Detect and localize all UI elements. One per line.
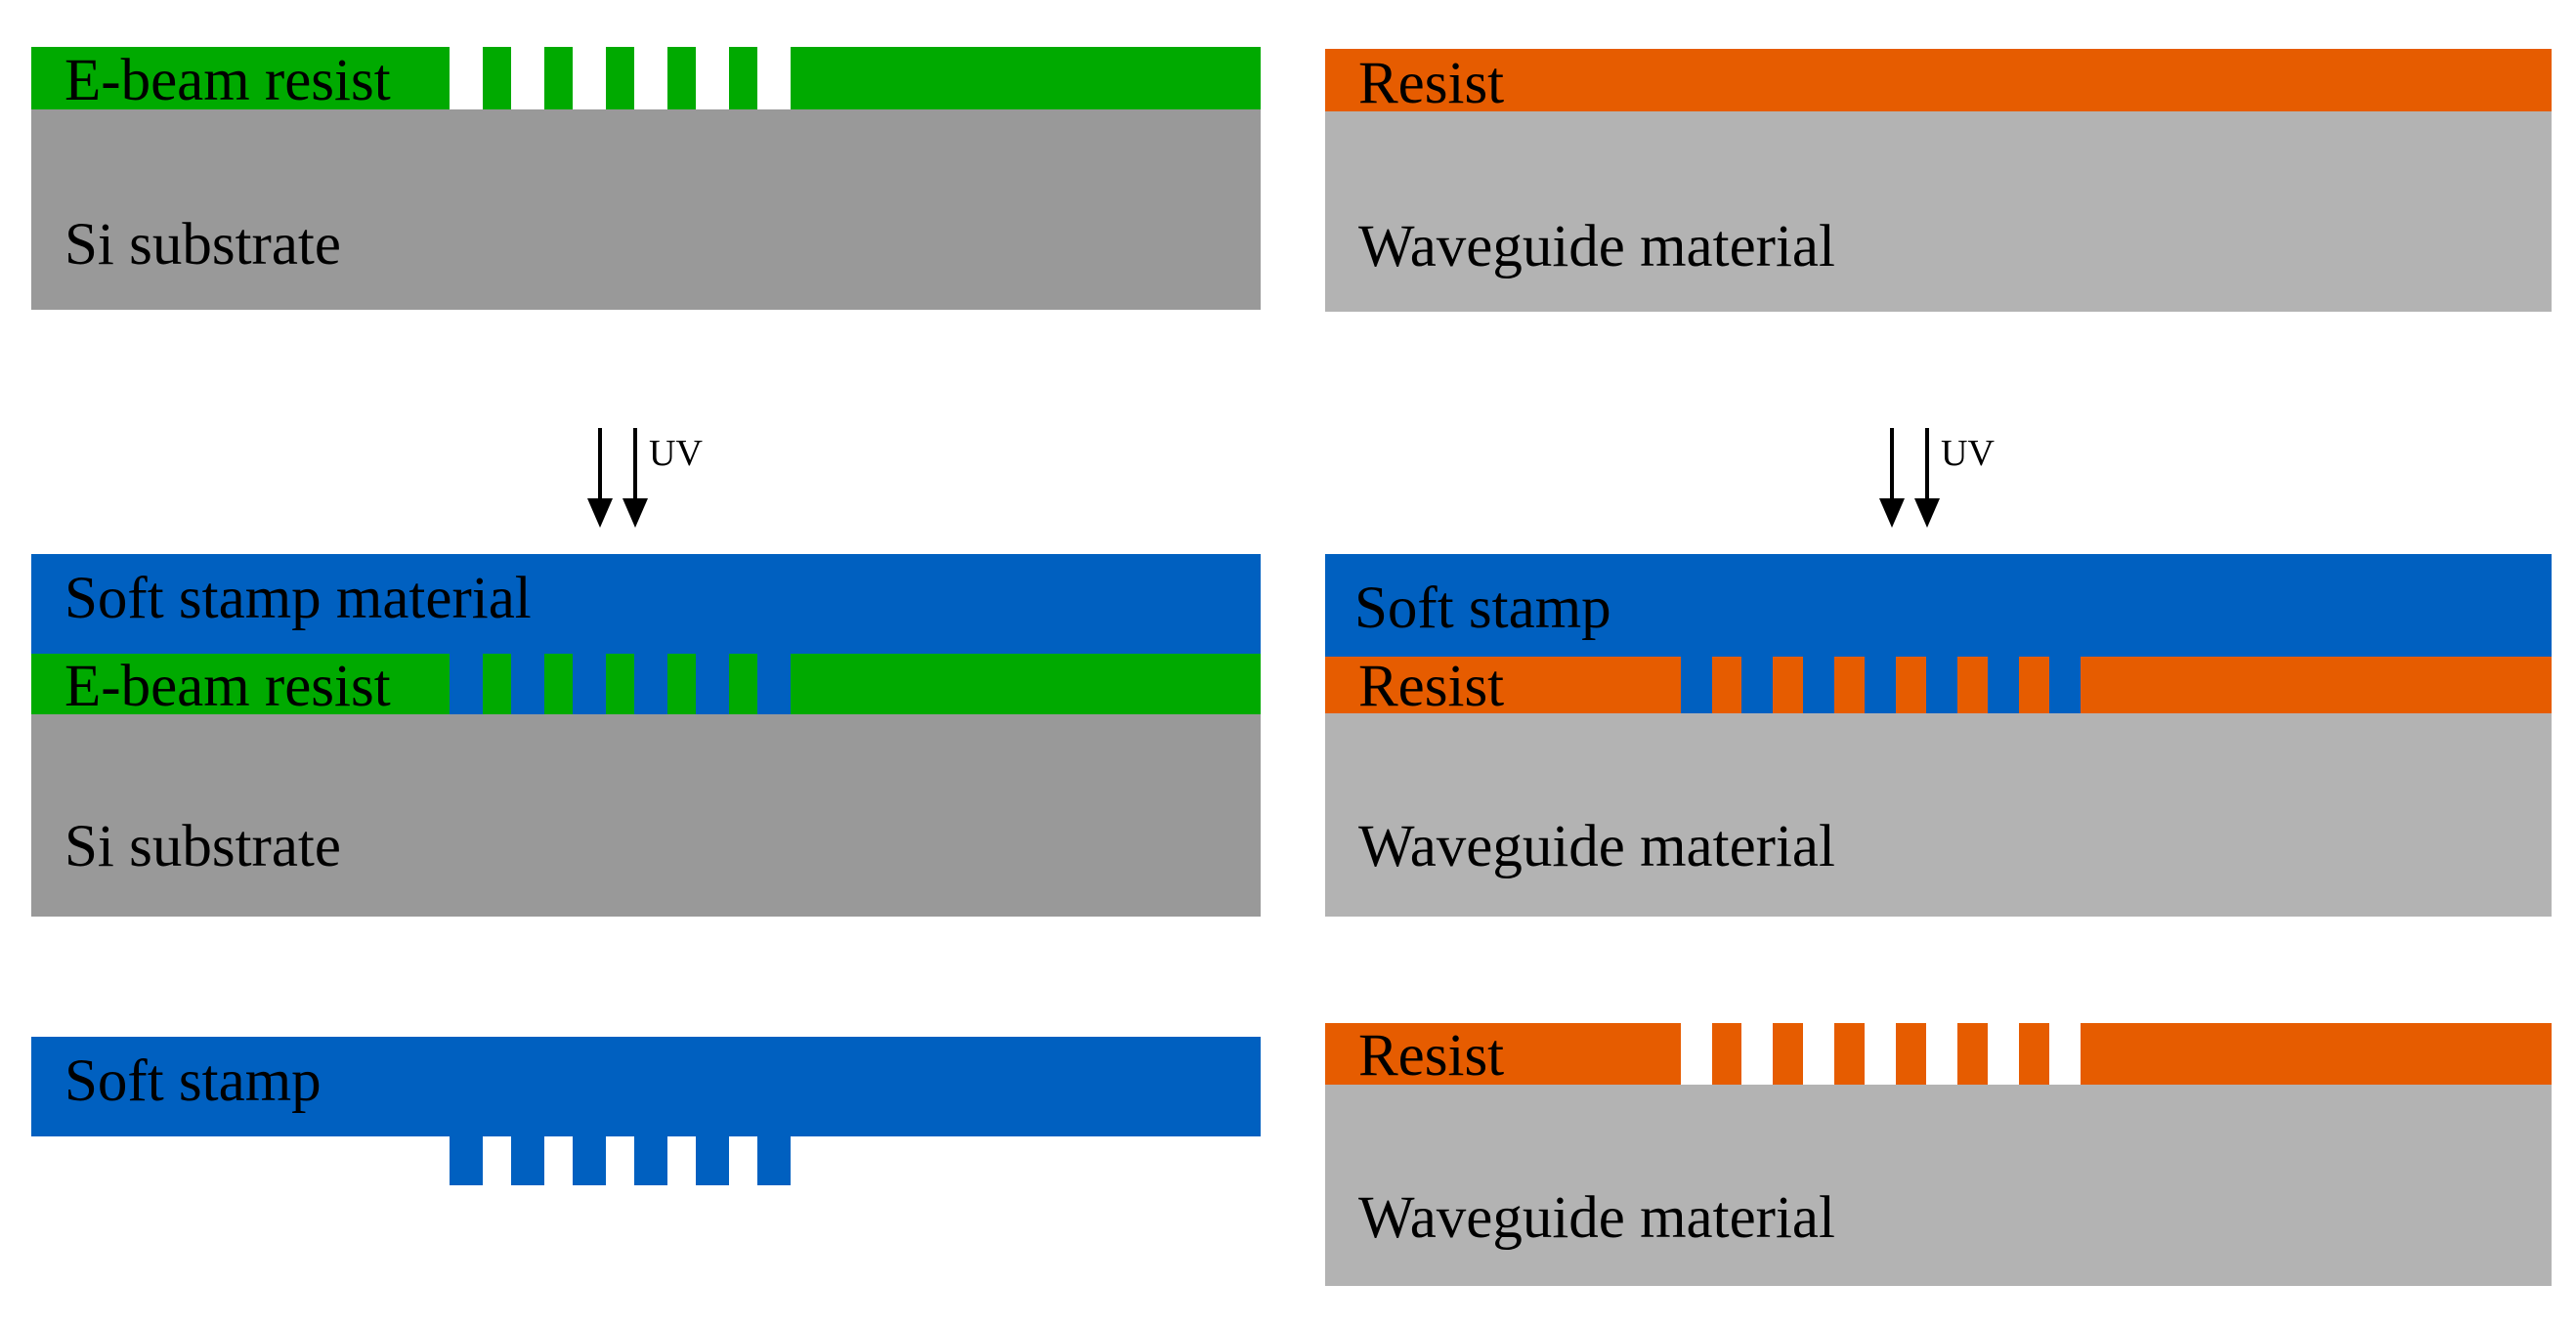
resist-gap xyxy=(696,47,729,109)
right-step3: Resist Waveguide material xyxy=(1325,1023,2552,1286)
left-step2: Soft stamp material E-beam resist Si sub… xyxy=(31,554,1261,917)
left-step3-soft-stamp-label: Soft stamp xyxy=(64,1048,322,1114)
stamp-tooth xyxy=(696,1136,729,1185)
left-step3: Soft stamp xyxy=(31,1037,1261,1185)
resist-gap xyxy=(1741,1023,1773,1085)
right-step2-waveguide-label: Waveguide material xyxy=(1358,814,1835,879)
left-step1: E-beam resist Si substrate xyxy=(31,47,1261,310)
arrow-head xyxy=(623,498,648,528)
stamp-tooth xyxy=(1681,657,1712,713)
stamp-tooth xyxy=(1926,657,1957,713)
stamp-tooth xyxy=(2049,657,2081,713)
left-step3-stamp-teeth xyxy=(450,1136,791,1185)
right-step2-resist-label: Resist xyxy=(1358,654,1504,719)
stamp-tooth xyxy=(511,654,544,714)
right-step1-resist-layer xyxy=(1325,49,2552,111)
right-step2-waveguide-layer xyxy=(1325,713,2552,917)
left-uv-label: UV xyxy=(649,433,703,474)
left-step2-si-substrate-label: Si substrate xyxy=(64,814,341,879)
left-step1-resist-gaps xyxy=(450,47,791,109)
resist-gap xyxy=(2049,1023,2081,1085)
resist-gap xyxy=(1681,1023,1712,1085)
stamp-tooth xyxy=(1988,657,2019,713)
stamp-tooth xyxy=(1803,657,1834,713)
arrow-head xyxy=(1879,498,1905,528)
stamp-tooth xyxy=(696,654,729,714)
stamp-tooth xyxy=(450,1136,483,1185)
stamp-tooth xyxy=(634,1136,667,1185)
arrow-head xyxy=(587,498,613,528)
left-step2-si-substrate-layer xyxy=(31,714,1261,917)
resist-gap xyxy=(1988,1023,2019,1085)
stamp-tooth xyxy=(573,1136,606,1185)
left-step1-si-substrate-label: Si substrate xyxy=(64,212,341,278)
stamp-tooth xyxy=(511,1136,544,1185)
resist-gap xyxy=(1926,1023,1957,1085)
left-uv-arrows: UV xyxy=(587,428,703,528)
stamp-tooth xyxy=(1741,657,1773,713)
left-step1-si-substrate-layer xyxy=(31,109,1261,310)
right-step3-resist-gaps xyxy=(1681,1023,2081,1085)
stamp-tooth xyxy=(573,654,606,714)
left-step2-stamp-fill xyxy=(450,654,791,714)
right-step2-stamp-fill xyxy=(1681,657,2081,713)
stamp-tooth xyxy=(757,1136,791,1185)
resist-gap xyxy=(1803,1023,1834,1085)
resist-gap xyxy=(757,47,791,109)
right-step2: Soft stamp Resist Waveguide material xyxy=(1325,554,2552,917)
stamp-tooth xyxy=(757,654,791,714)
resist-gap xyxy=(511,47,544,109)
right-step1-resist-label: Resist xyxy=(1358,51,1504,116)
right-step2-soft-stamp-label: Soft stamp xyxy=(1354,576,1611,641)
right-uv-label: UV xyxy=(1941,433,1995,474)
stamp-tooth xyxy=(450,654,483,714)
resist-gap xyxy=(1865,1023,1896,1085)
resist-gap xyxy=(573,47,606,109)
left-step2-ebeam-resist-label: E-beam resist xyxy=(64,654,391,719)
stamp-tooth xyxy=(634,654,667,714)
right-uv-arrows: UV xyxy=(1879,428,1995,528)
right-step1-waveguide-layer xyxy=(1325,111,2552,312)
right-step3-resist-label: Resist xyxy=(1358,1023,1504,1089)
stamp-tooth xyxy=(1865,657,1896,713)
right-step1-waveguide-label: Waveguide material xyxy=(1358,214,1835,279)
left-step2-soft-stamp-material-layer xyxy=(31,554,1261,654)
right-step2-soft-stamp-layer xyxy=(1325,554,2552,657)
arrow-head xyxy=(1914,498,1940,528)
left-step3-soft-stamp-layer xyxy=(31,1037,1261,1136)
right-step3-waveguide-label: Waveguide material xyxy=(1358,1185,1835,1251)
right-step3-waveguide-layer xyxy=(1325,1085,2552,1286)
left-step2-soft-stamp-material-label: Soft stamp material xyxy=(64,566,532,631)
resist-gap xyxy=(634,47,667,109)
right-step1: Resist Waveguide material xyxy=(1325,49,2552,312)
left-step1-ebeam-resist-label: E-beam resist xyxy=(64,48,391,113)
resist-gap xyxy=(450,47,483,109)
